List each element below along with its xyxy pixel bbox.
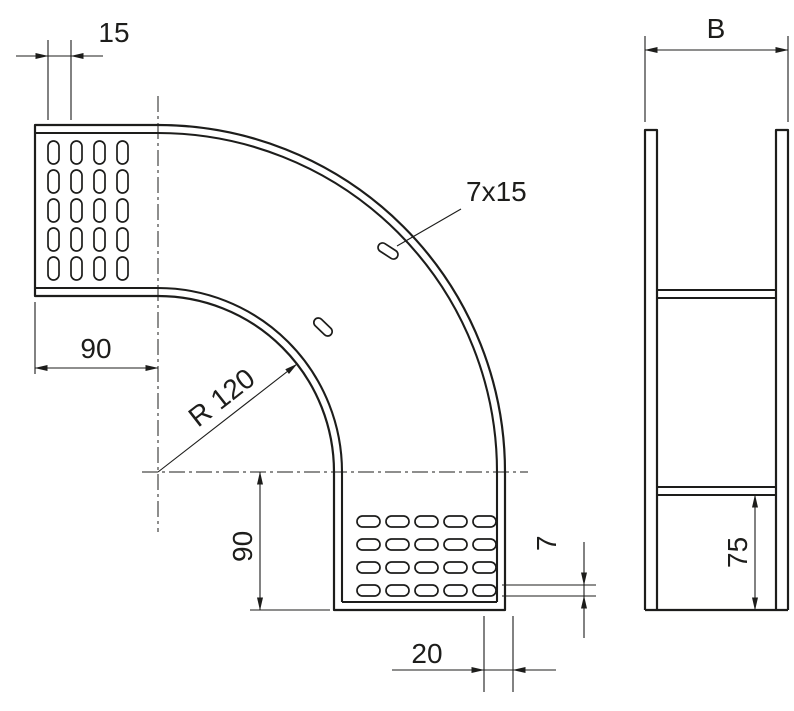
perforation-slot bbox=[116, 227, 129, 252]
perforation-slot bbox=[356, 515, 381, 528]
radius-dimension: R 120 bbox=[157, 362, 298, 473]
perforation-slot bbox=[472, 538, 497, 551]
perforation-slot bbox=[70, 227, 83, 252]
perforation-slot bbox=[70, 140, 83, 165]
perforation-slot bbox=[93, 198, 106, 223]
perforation-slot bbox=[443, 515, 468, 528]
perforation-slot bbox=[414, 538, 439, 551]
perforation-slot bbox=[70, 198, 83, 223]
perforation-slot bbox=[93, 140, 106, 165]
left-rail bbox=[643, 128, 659, 610]
perforation-slot bbox=[443, 584, 468, 597]
dim-B: B bbox=[644, 13, 789, 122]
perforation-slot bbox=[93, 227, 106, 252]
curve-slot bbox=[377, 242, 399, 260]
perforation-slot bbox=[47, 140, 60, 165]
dim-75-label: 75 bbox=[722, 537, 753, 568]
dim-20-label: 20 bbox=[411, 638, 442, 669]
slot-size-label: 7x15 bbox=[466, 176, 527, 207]
perforation-slot bbox=[443, 561, 468, 574]
perforation-slot bbox=[356, 561, 381, 574]
perforation-slot bbox=[70, 169, 83, 194]
perforation-slot bbox=[47, 169, 60, 194]
perforation-slot bbox=[356, 538, 381, 551]
left-tray-perforation-field bbox=[47, 140, 129, 281]
radius-line bbox=[157, 363, 298, 473]
curve-slot bbox=[312, 317, 334, 337]
perforation-slot bbox=[47, 256, 60, 281]
perforation-slot bbox=[385, 538, 410, 551]
perforation-slot bbox=[472, 584, 497, 597]
leader-line bbox=[396, 208, 462, 247]
perforation-slot bbox=[356, 584, 381, 597]
perforation-slot bbox=[385, 515, 410, 528]
perforation-slot bbox=[116, 140, 129, 165]
perforation-slot bbox=[116, 198, 129, 223]
perforation-slot bbox=[70, 256, 83, 281]
dim-90-horizontal-label: 90 bbox=[80, 333, 111, 364]
right-rail bbox=[774, 128, 790, 610]
side-view bbox=[643, 128, 790, 612]
bend-inner-walls bbox=[35, 131, 499, 604]
dim-75: 75 bbox=[722, 494, 758, 611]
perforation-slot bbox=[414, 561, 439, 574]
perforation-slot bbox=[116, 169, 129, 194]
perforation-slot bbox=[116, 256, 129, 281]
dim-15-label: 15 bbox=[98, 17, 129, 48]
perforation-slot bbox=[47, 198, 60, 223]
perforation-slot bbox=[385, 584, 410, 597]
bottom-tray-perforation-field bbox=[356, 515, 497, 597]
dim-90-vertical: 90 bbox=[227, 471, 330, 611]
top-view bbox=[33, 123, 507, 612]
dim-20: 20 bbox=[392, 616, 556, 692]
dim-b-label: B bbox=[707, 13, 726, 44]
perforation-slot bbox=[472, 561, 497, 574]
dim-15: 15 bbox=[16, 17, 130, 120]
dim-90-horizontal: 90 bbox=[34, 302, 159, 374]
slot-callout: 7x15 bbox=[396, 176, 527, 247]
bend-outline bbox=[33, 123, 507, 612]
perforation-slot bbox=[47, 227, 60, 252]
perforation-slot bbox=[414, 515, 439, 528]
dim-90-vertical-label: 90 bbox=[227, 531, 258, 562]
perforation-slot bbox=[414, 584, 439, 597]
dim-7: 7 bbox=[502, 535, 596, 638]
perforation-slot bbox=[93, 256, 106, 281]
perforation-slot bbox=[385, 561, 410, 574]
perforation-slot bbox=[93, 169, 106, 194]
perforation-slot bbox=[443, 538, 468, 551]
dim-7-label: 7 bbox=[531, 535, 562, 551]
perforation-slot bbox=[472, 515, 497, 528]
